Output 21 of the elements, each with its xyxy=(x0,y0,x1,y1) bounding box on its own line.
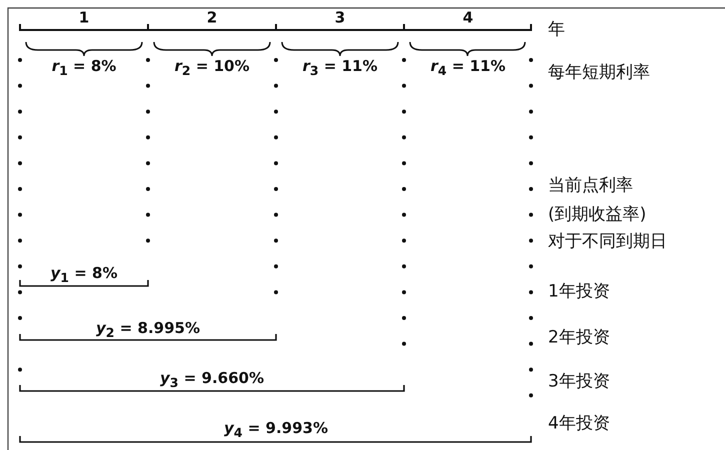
year-number: 2 xyxy=(206,10,218,26)
year-number: 1 xyxy=(78,10,90,26)
maturity-label: 1年投资 xyxy=(548,284,610,300)
maturity-label: 2年投资 xyxy=(548,330,610,346)
year-number: 3 xyxy=(334,10,346,26)
maturity-label: 3年投资 xyxy=(548,374,610,390)
axis-label: 年 xyxy=(548,22,565,38)
rate-label: r$_{1}$ = 8% xyxy=(52,58,116,78)
rate-label: r$_{2}$ = 10% xyxy=(174,58,250,78)
yield-label: y$_{3}$ = 9.660% xyxy=(160,370,264,390)
maturity-label: 4年投资 xyxy=(548,416,610,432)
yield-label: y$_{2}$ = 8.995% xyxy=(96,320,200,340)
annotation: 对于不同到期日 xyxy=(548,234,667,250)
yield-label: y$_{1}$ = 8% xyxy=(50,266,118,284)
annotation: 当前点利率 xyxy=(548,178,633,194)
year-number: 4 xyxy=(462,10,474,26)
annotation: (到期收益率) xyxy=(548,206,646,224)
rate-label: r$_{4}$ = 11% xyxy=(430,58,506,78)
rate-label: r$_{3}$ = 11% xyxy=(302,58,378,78)
yield-label: y$_{4}$ = 9.993% xyxy=(224,420,328,440)
axis-label: 每年短期利率 xyxy=(548,64,650,82)
